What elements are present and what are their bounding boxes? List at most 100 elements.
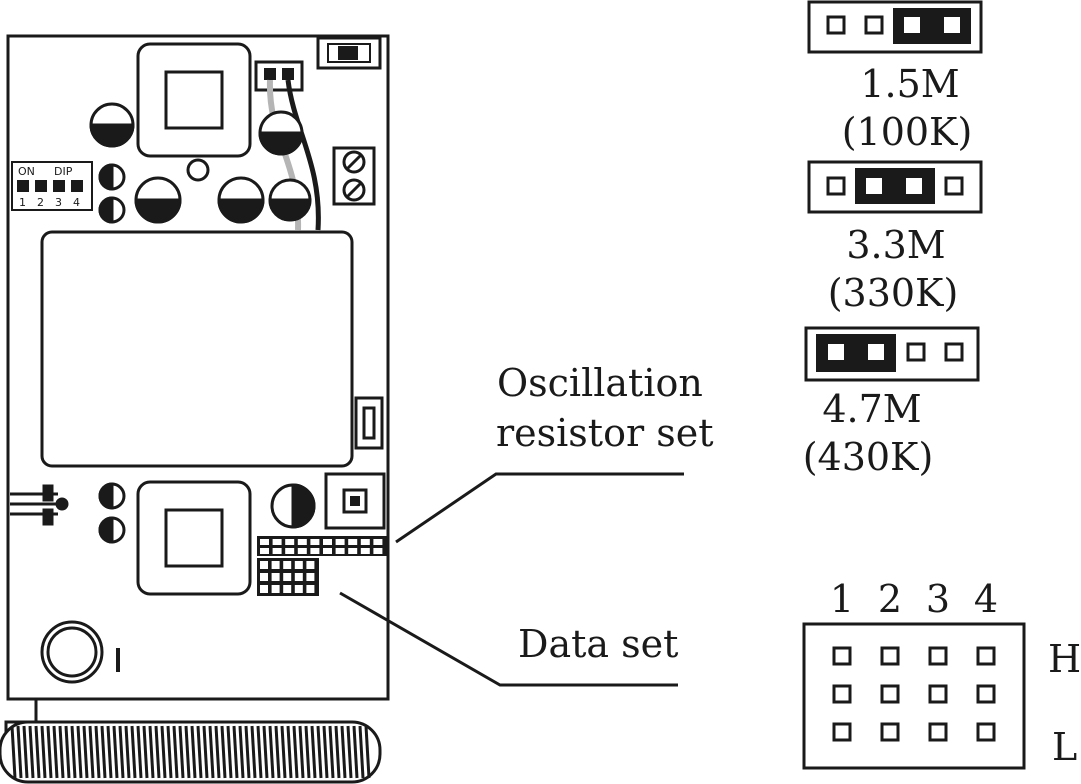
coil-winding [10,725,17,779]
coil-winding [232,725,239,779]
coil-winding [52,725,59,779]
dip-switch: ON DIP 1 2 3 4 [11,161,93,211]
screw-terminal [332,146,376,206]
jumper-3-value: 4.7M [822,387,921,431]
coil-winding [106,725,113,779]
coil-winding [340,725,347,779]
antenna [0,699,382,784]
data-pin [271,561,280,569]
data-pin [283,573,292,581]
coil-winding [238,725,245,779]
coil-winding [298,725,305,779]
jumper-setting-2: 3.3M (330K) [807,160,983,315]
data-pin [306,573,315,581]
data-col-4: 4 [974,577,998,621]
coil-winding [184,725,191,779]
osc-pin [360,548,370,554]
data-pin [294,573,303,581]
data-grid-cell [976,722,996,742]
coil-winding [214,725,221,779]
coil-winding [310,725,317,779]
data-set-leader-line [339,591,678,687]
osc-pin [310,548,320,554]
oscillation-label-line2: resistor set [496,411,713,455]
coil-winding [76,725,83,779]
data-set-label: Data set [518,622,678,666]
coil-winding [112,725,119,779]
coil-winding [250,725,257,779]
data-grid-cell [832,646,852,666]
osc-pin [373,539,383,545]
data-row-h: H [1048,637,1081,681]
osc-pin [285,548,295,554]
jumper-1-sub: (100K) [842,110,973,154]
jumper-setting-1: 1.5M (100K) [807,0,983,154]
osc-pin [323,548,332,554]
osc-pin [272,539,282,545]
left-pins [10,484,69,526]
coil-winding [262,725,269,779]
coil-winding [40,725,47,779]
data-col-1: 1 [830,577,854,621]
dip-num-1: 1 [19,196,26,209]
coil-winding [130,725,137,779]
osc-pin [335,548,345,554]
coil-winding [220,725,227,779]
coil-winding [82,725,89,779]
data-jumper-bank [257,558,319,596]
dip-num-2: 2 [37,196,44,209]
osc-pin [285,539,295,545]
diodes-upper [98,163,126,224]
data-pin [294,585,303,593]
jumper-setting-3: 4.7M (430K) [803,326,980,479]
data-pin [260,585,268,593]
data-pin [260,573,268,581]
data-grid-cell [928,684,948,704]
coil-winding [178,725,185,779]
coil-winding [316,725,323,779]
data-pin [283,561,292,569]
top-inductor [136,42,252,158]
coil-winding [268,725,275,779]
data-col-3: 3 [926,577,950,621]
coil-winding [334,725,341,779]
coil-winding [124,725,131,779]
coil-winding [34,725,41,779]
coil-winding [94,725,101,779]
data-col-2: 2 [878,577,902,621]
antenna-coil [10,725,371,779]
coil-winding [358,725,365,779]
coil-winding [196,725,203,779]
side-component [354,396,384,450]
push-button [324,472,386,530]
data-grid-cell [880,646,900,666]
osc-pin [260,539,269,545]
jumper-2-sub: (330K) [828,271,959,315]
dip-label: DIP [54,165,73,178]
osc-pin [348,539,358,545]
coil-winding [118,725,125,779]
data-grid-cell [832,722,852,742]
wire-connector [254,60,304,92]
coil-winding [292,725,299,779]
coil-winding [202,725,209,779]
jumper-1-value: 1.5M [860,62,959,106]
data-grid: 1 2 3 4 H L [802,577,1081,770]
coil-winding [136,725,143,779]
coil-winding [274,725,281,779]
dip-num-4: 4 [73,196,80,209]
coil-winding [28,725,35,779]
coil-winding [280,725,287,779]
oscillation-jumper-bank [257,536,387,556]
coil-winding [64,725,71,779]
osc-pin [260,548,269,554]
coil-winding [46,725,53,779]
coil-winding [352,725,359,779]
jumper-2-value: 3.3M [846,223,945,267]
data-pin [294,561,303,569]
coil-winding [22,725,29,779]
data-grid-cell [880,684,900,704]
coil-winding [304,725,311,779]
oscillation-leader-line [395,472,684,544]
